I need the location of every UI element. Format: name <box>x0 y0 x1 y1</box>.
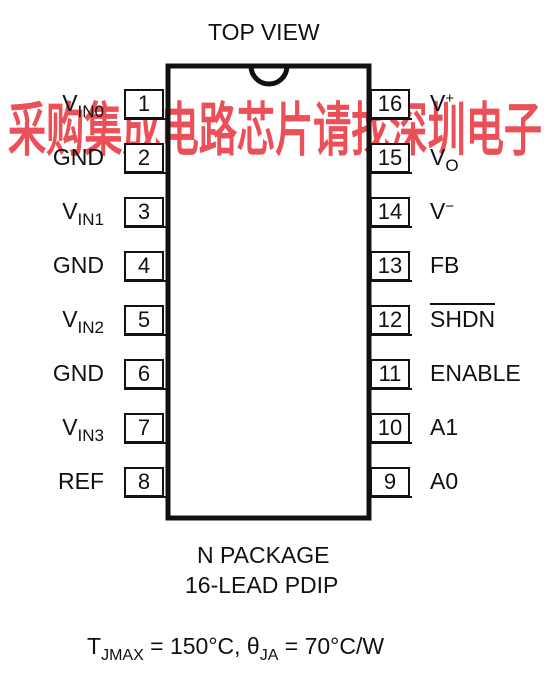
pin-label-2: GND <box>53 146 104 169</box>
pin-label-8: REF <box>58 470 104 493</box>
pin-name-subscript: IN2 <box>77 318 104 337</box>
pin-number-3: 3 <box>137 199 151 224</box>
tjmax-subscript: JMAX <box>101 647 144 664</box>
pin-number-16: 16 <box>377 91 403 116</box>
pin1-notch <box>248 65 290 87</box>
pin-number-15: 15 <box>377 145 403 170</box>
thermal-spec: TJMAX = 150°C, θJA = 70°C/W <box>87 633 385 664</box>
pin-box-16 <box>370 89 410 119</box>
pin-box-15 <box>370 143 410 173</box>
pin-box-2 <box>124 143 164 173</box>
pin-name: V <box>430 198 446 224</box>
theta-symbol: θ <box>246 633 260 659</box>
pin-name: A0 <box>430 468 459 494</box>
pin-box-1 <box>124 89 164 119</box>
pin-number-10: 10 <box>377 415 403 440</box>
pin-name-superscript: − <box>445 198 455 215</box>
package-name: N PACKAGE <box>197 542 330 568</box>
pin-box-6 <box>124 359 164 389</box>
pin-number-2: 2 <box>137 145 151 170</box>
pin-number-1: 1 <box>137 91 151 116</box>
pin-number-7: 7 <box>137 415 151 440</box>
pin-number-4: 4 <box>137 253 151 278</box>
pin-number-14: 14 <box>377 199 403 224</box>
pin-number-6: 6 <box>137 361 151 386</box>
pin-box-12 <box>370 305 410 335</box>
pin-box-7 <box>124 413 164 443</box>
pin-label-4: GND <box>53 254 104 277</box>
tjmax-symbol: T <box>87 633 102 659</box>
pin-name: GND <box>52 252 104 278</box>
pin-label-11: ENABLE <box>430 362 521 385</box>
pin-label-6: GND <box>53 362 104 385</box>
pin-name: GND <box>52 360 104 386</box>
pin-name-subscript: IN1 <box>77 210 104 229</box>
pin-name-subscript: IN3 <box>77 426 104 445</box>
pin-label-13: FB <box>430 254 459 277</box>
pin-name: V <box>62 90 78 116</box>
pin-name: V <box>62 414 78 440</box>
pin-label-1: VIN0 <box>62 90 104 121</box>
pin-name: SHDN <box>430 303 496 332</box>
pin-box-11 <box>370 359 410 389</box>
pin-name: FB <box>430 252 460 278</box>
pin-name: V <box>62 306 78 332</box>
pin-box-5 <box>124 305 164 335</box>
pin-leads <box>124 118 412 498</box>
pin-name: V <box>430 144 446 170</box>
pin-box-8 <box>124 467 164 497</box>
package-type: 16-LEAD PDIP <box>185 572 339 598</box>
pin-number-12: 12 <box>377 307 403 332</box>
pin-box-4 <box>124 251 164 281</box>
view-title: TOP VIEW <box>208 19 320 45</box>
pin-name: V <box>430 90 446 116</box>
pin-label-10: A1 <box>430 416 458 439</box>
pin-label-5: VIN2 <box>62 306 104 337</box>
pin-number-11: 11 <box>378 361 402 386</box>
pin-label-14: V− <box>430 198 455 224</box>
pin-name: V <box>62 198 78 224</box>
ic-outline <box>165 63 372 521</box>
pin-box-9 <box>370 467 410 497</box>
pin-name: ENABLE <box>430 360 521 386</box>
pin-label-3: VIN1 <box>62 198 104 229</box>
pin-name-subscript: O <box>445 156 459 175</box>
pin-label-9: A0 <box>430 470 458 493</box>
pin-box-10 <box>370 413 410 443</box>
pin-box-3 <box>124 197 164 227</box>
pin-name-superscript: + <box>445 90 455 107</box>
pin-name-subscript: IN0 <box>77 102 104 121</box>
pin-name: GND <box>52 144 104 170</box>
pin-name: REF <box>58 468 104 494</box>
theta-value: = 70°C/W <box>278 633 385 659</box>
pin-label-12: SHDN <box>430 303 496 332</box>
pin-label-7: VIN3 <box>62 414 104 445</box>
pin-number-9: 9 <box>383 469 397 494</box>
pin-number-5: 5 <box>137 307 151 332</box>
tjmax-value: = 150°C, <box>143 633 247 659</box>
pin-label-16: V+ <box>430 90 455 116</box>
pin-label-15: VO <box>430 144 459 175</box>
watermark-text: 采购集成电路芯片请找深圳电子 <box>8 96 542 164</box>
theta-subscript: JA <box>259 647 279 664</box>
pin-number-8: 8 <box>137 469 151 494</box>
pin-box-13 <box>370 251 410 281</box>
pin-name: A1 <box>430 414 459 440</box>
pin-box-14 <box>370 197 410 227</box>
pin-number-13: 13 <box>377 253 403 278</box>
